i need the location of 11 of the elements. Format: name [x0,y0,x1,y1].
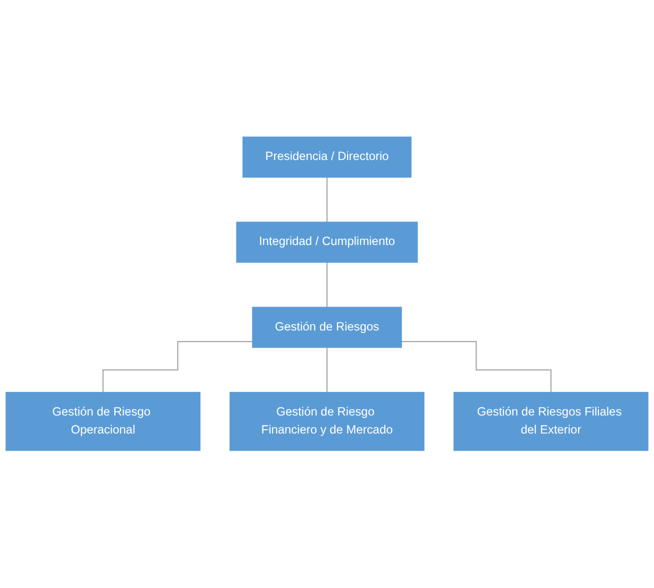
node-box: Gestión de Riesgo Financiero y de Mercado [230,392,424,452]
connector [326,347,328,394]
node-box: Gestión de Riesgo Operacional [6,392,200,452]
node-box: Integridad / Cumplimiento [236,222,418,264]
node-box: Gestión de Riesgos [252,307,402,348]
connector [326,262,328,308]
connector [102,341,252,394]
node-box: Presidencia / Directorio [242,136,412,178]
node-box: Gestión de Riesgos Filiales del Exterior [454,392,648,452]
connector [402,341,552,394]
connector [326,176,328,223]
